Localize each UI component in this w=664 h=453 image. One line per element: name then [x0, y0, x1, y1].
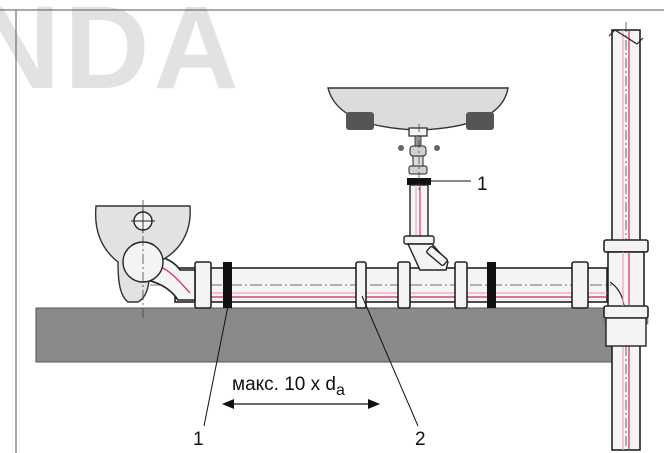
leader-lines: [203, 180, 471, 427]
callout-fixed-point-bottom: 1: [193, 429, 204, 450]
wash-basin: [327, 87, 509, 151]
basin-branch-pipe: [407, 124, 431, 242]
toilet-bowl: [94, 200, 191, 318]
stack-tee-fitting: [603, 239, 649, 347]
dimension-label-subscript: a: [336, 382, 345, 399]
callout-fixed-point-top: 1: [477, 174, 488, 195]
watermark-text: NDA: [0, 0, 243, 114]
pipe-socket-rings: [194, 261, 589, 309]
fixed-point-clamps: [223, 262, 496, 308]
callout-sliding-point: 2: [415, 429, 426, 450]
concrete-slab: [35, 307, 633, 363]
vertical-stack-pipe: [608, 22, 644, 451]
dimension-label: макс. 10 x da: [232, 374, 345, 399]
dimension-arrow: [222, 399, 380, 409]
branch-y-fitting: [403, 235, 449, 271]
dimension-label-main: макс. 10 x d: [232, 374, 336, 395]
horizontal-main-pipe: [150, 267, 612, 303]
